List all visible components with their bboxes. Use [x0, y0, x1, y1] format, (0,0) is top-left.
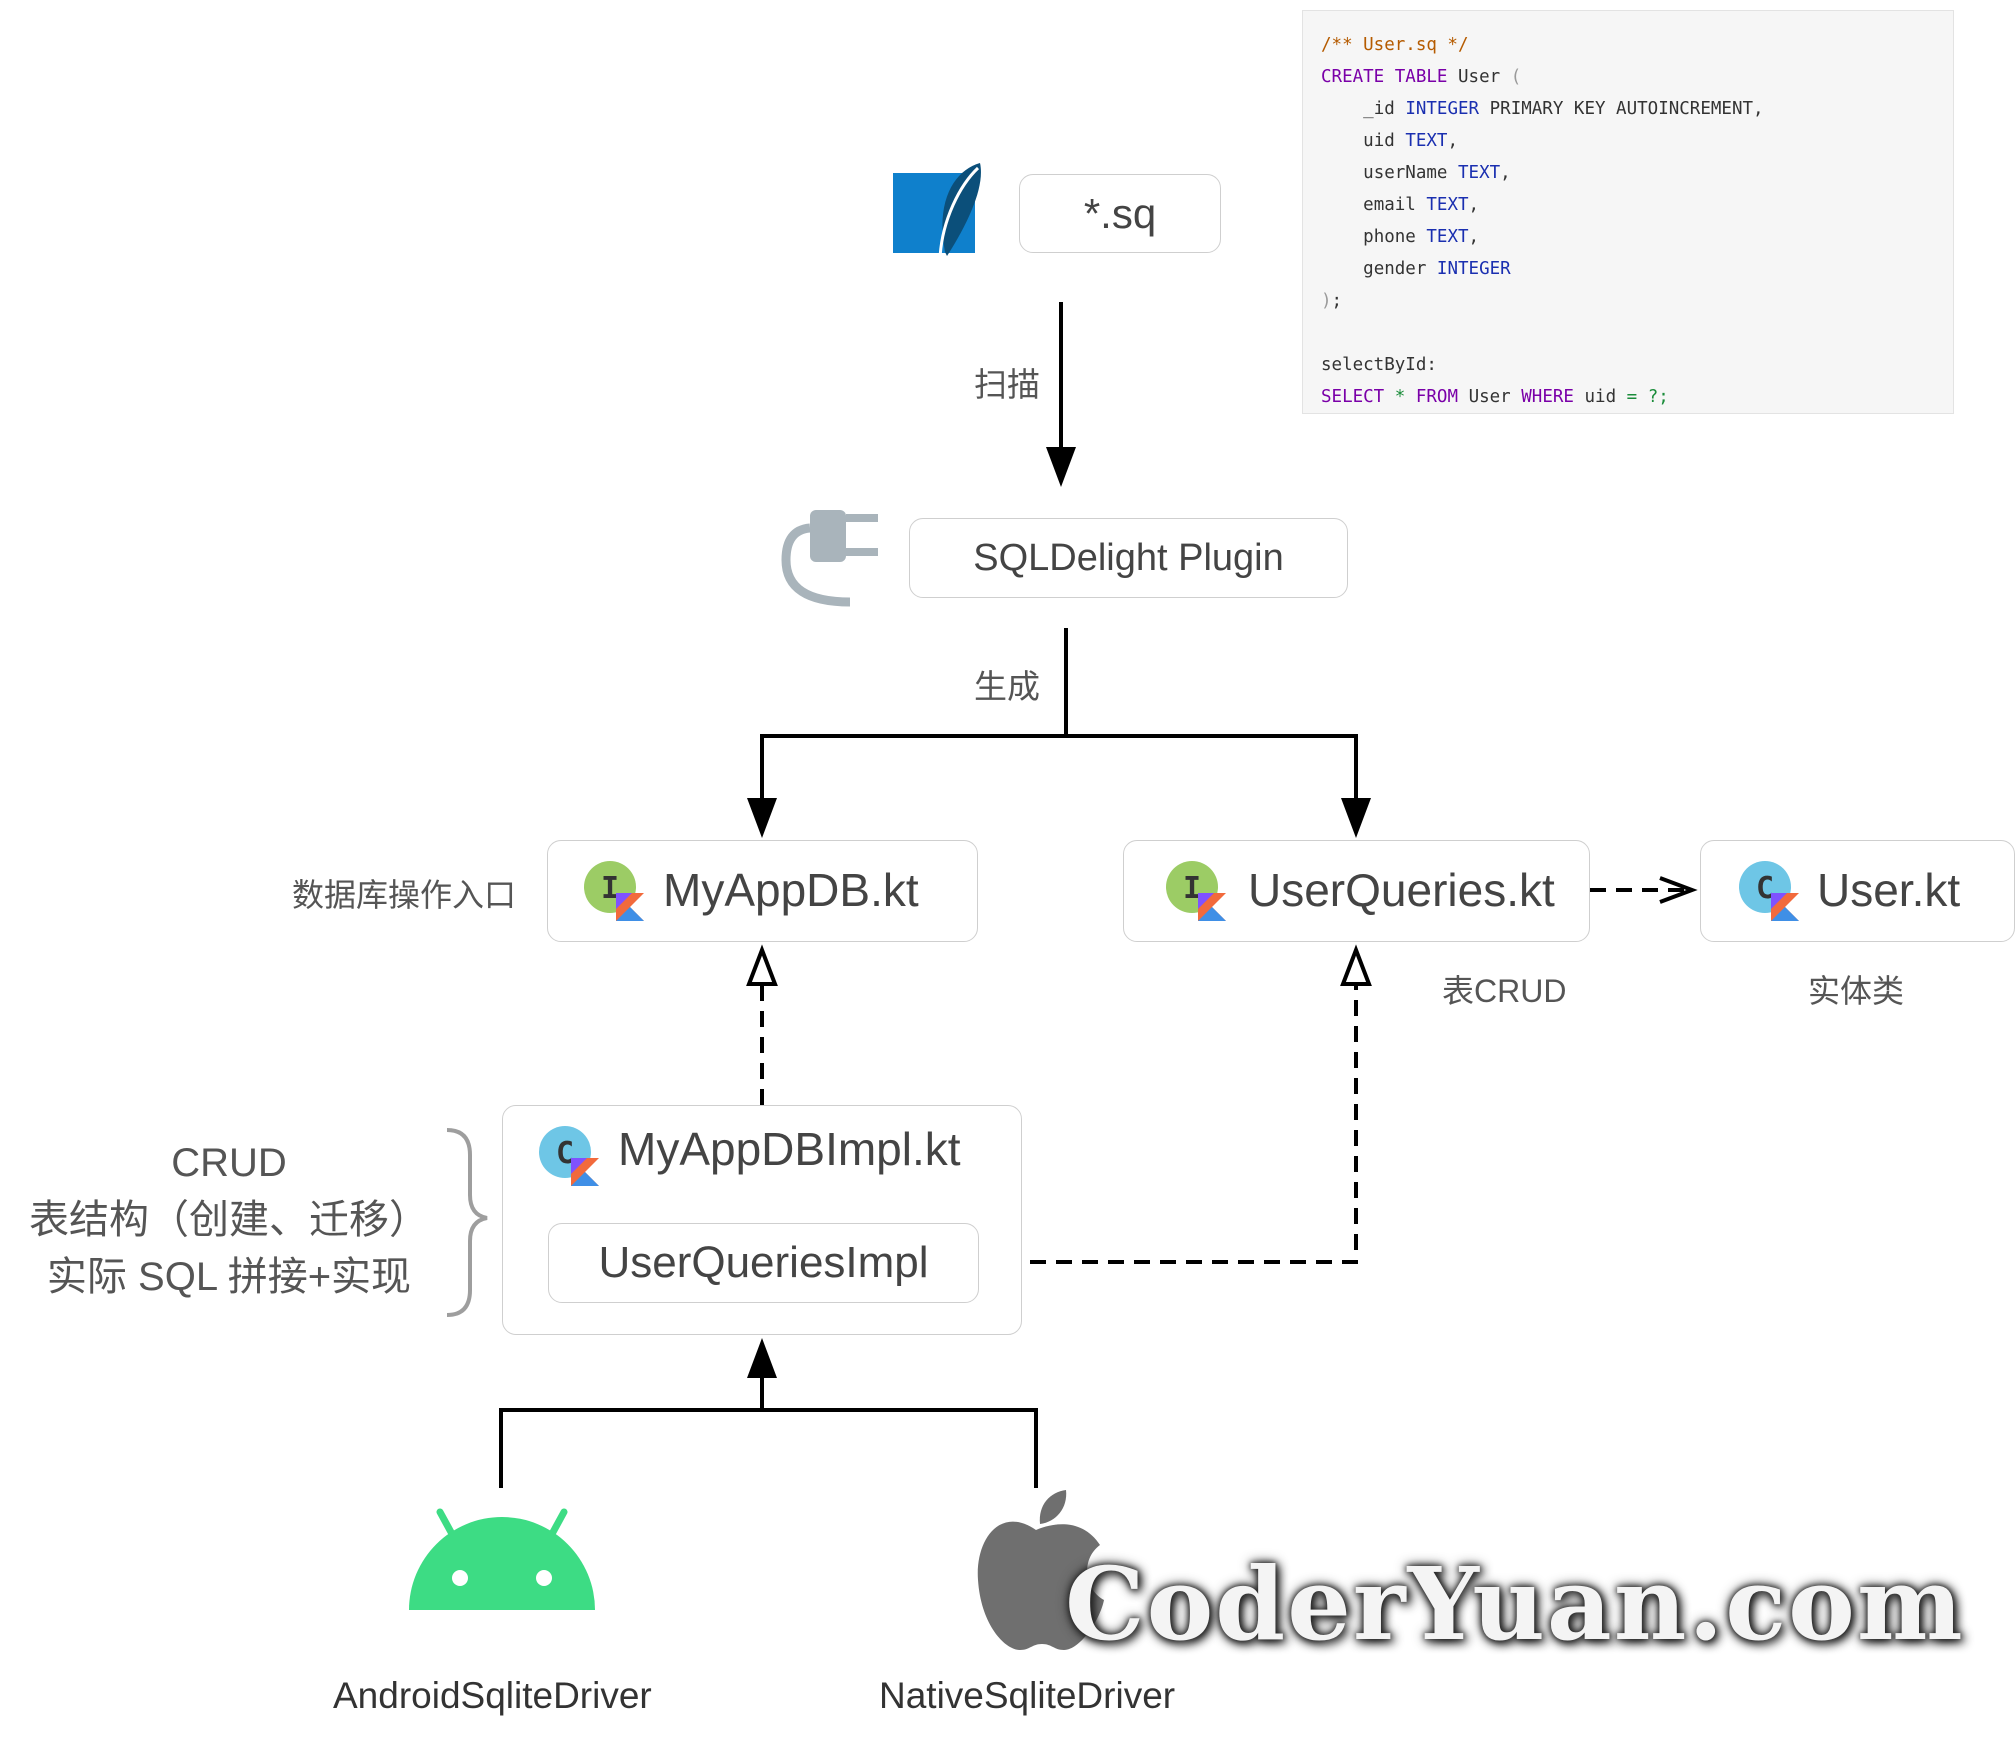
code-col-email: email — [1363, 195, 1416, 215]
sqldelight-plugin-label: SQLDelight Plugin — [973, 536, 1284, 579]
code-comma: , — [1500, 163, 1511, 183]
generate-label: 生成 — [974, 668, 1040, 705]
brace-line-1: CRUD — [171, 1141, 287, 1185]
impl-to-myappdb-head — [746, 944, 778, 986]
impl-to-userqueries-head — [1340, 944, 1372, 986]
svg-text:C: C — [556, 1136, 574, 1171]
watermark: CoderYuan.com — [1065, 1545, 1965, 1663]
userqueries-note: 表CRUD — [1442, 973, 1567, 1009]
kotlin-interface-icon: I — [1166, 861, 1226, 921]
arrow-to-myappdb-head — [747, 798, 777, 838]
code-from: FROM — [1415, 387, 1459, 407]
code-col-gender-type: INTEGER — [1436, 259, 1511, 279]
arrow-to-userqueries-head — [1341, 798, 1371, 838]
userqueries-label: UserQueries.kt — [1248, 864, 1555, 916]
curly-brace — [446, 1128, 488, 1317]
svg-text:C: C — [1756, 871, 1774, 906]
code-table: TABLE — [1394, 67, 1448, 87]
user-note: 实体类 — [1808, 973, 1905, 1009]
svg-text:I: I — [1183, 871, 1201, 906]
impl-to-userqueries-line — [978, 986, 1358, 1264]
code-col-gender: gender — [1363, 259, 1427, 279]
code-where-col: uid — [1584, 387, 1617, 407]
plug-icon — [781, 510, 878, 607]
kotlin-interface-icon: I — [584, 861, 644, 921]
myappdb-box: I MyAppDB.kt — [547, 840, 978, 942]
code-comma: , — [1468, 227, 1480, 247]
code-open-paren: ( — [1510, 67, 1522, 87]
code-col-id: _id — [1363, 99, 1395, 119]
user-sq-code-panel: /** User.sq */ CREATE TABLE User ( _id I… — [1302, 10, 1954, 414]
kotlin-class-icon: C — [1739, 861, 1799, 921]
brace-description: CRUD 表结构（创建、迁移） 实际 SQL 拼接+实现 — [14, 1135, 444, 1306]
code-col-uid: uid — [1363, 131, 1395, 151]
code-select: SELECT — [1321, 387, 1385, 407]
code-param: ?; — [1647, 387, 1669, 407]
code-col-phone: phone — [1363, 227, 1416, 247]
myappdb-label: MyAppDB.kt — [663, 864, 919, 916]
code-semicolon: ; — [1331, 291, 1343, 311]
sq-file-label: *.sq — [1083, 189, 1157, 237]
sqldelight-plugin-box: SQLDelight Plugin — [909, 518, 1348, 598]
drivers-branch-line — [499, 1408, 1038, 1488]
code-col-id-type: INTEGER — [1405, 99, 1480, 119]
scan-arrow-head — [1046, 447, 1076, 487]
android-driver-label: AndroidSqliteDriver — [333, 1675, 652, 1716]
code-comma: , — [1468, 195, 1480, 215]
userqueries-box: I UserQueries.kt — [1123, 840, 1590, 942]
code-col-id-extra: PRIMARY KEY AUTOINCREMENT, — [1489, 99, 1764, 119]
code-equals: = — [1626, 387, 1638, 407]
apple-logo-icon — [977, 1490, 1104, 1650]
sqlite-logo-icon — [893, 163, 981, 259]
userqueries-impl-box: UserQueriesImpl — [548, 1223, 979, 1303]
code-col-uid-type: TEXT — [1405, 131, 1448, 151]
code-where: WHERE — [1521, 387, 1574, 407]
code-col-phone-type: TEXT — [1426, 227, 1469, 247]
code-comment: /** User.sq */ — [1321, 35, 1469, 55]
android-robot-icon — [409, 1508, 595, 1610]
brace-line-2: 表结构（创建、迁移） — [29, 1198, 429, 1242]
native-driver-label: NativeSqliteDriver — [879, 1675, 1176, 1716]
code-col-email-type: TEXT — [1426, 195, 1469, 215]
scan-label: 扫描 — [974, 366, 1040, 403]
generate-branch-line — [760, 734, 1358, 800]
user-box: C User.kt — [1700, 840, 2015, 942]
user-label: User.kt — [1817, 864, 1961, 916]
myappdb-impl-box: C MyAppDBImpl.kt UserQueriesImpl — [502, 1105, 1022, 1335]
code-table-name: User — [1458, 67, 1501, 87]
userqueries-impl-label: UserQueriesImpl — [598, 1238, 929, 1287]
code-close-paren: ) — [1321, 291, 1332, 311]
code-col-username: userName — [1363, 163, 1448, 183]
kotlin-class-icon: C — [539, 1126, 599, 1186]
code-from-table: User — [1468, 387, 1511, 407]
dependency-open-head — [1659, 876, 1698, 904]
brace-line-3: 实际 SQL 拼接+实现 — [46, 1255, 412, 1299]
myappdb-impl-label: MyAppDBImpl.kt — [618, 1123, 961, 1175]
code-comma: , — [1447, 131, 1459, 151]
code-query-label: selectById: — [1321, 355, 1437, 375]
sq-file-box: *.sq — [1019, 174, 1221, 253]
svg-text:I: I — [601, 871, 619, 906]
drivers-arrow-head — [747, 1338, 777, 1378]
code-star: * — [1394, 387, 1406, 407]
code-create: CREATE — [1321, 67, 1385, 87]
code-col-username-type: TEXT — [1458, 163, 1501, 183]
myappdb-note: 数据库操作入口 — [292, 877, 517, 913]
